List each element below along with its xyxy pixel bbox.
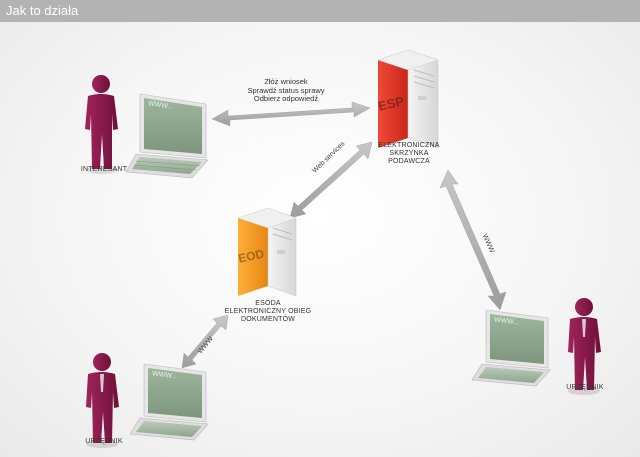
label-urzednik-right: URZĘDNIK <box>566 384 604 391</box>
eod-line-2: ELEKTRONICZNY OBIEG <box>224 308 312 315</box>
computer-icon-interesant <box>125 93 209 179</box>
computer-icon-urzednik-right <box>471 309 551 387</box>
eod-line-3: DOKUMENTÓW <box>240 316 296 323</box>
msg-line-3: Odbierz odpowiedź <box>253 94 319 103</box>
server-icon-eod: EOD <box>237 207 297 297</box>
diagram-stage: ESP EOD WWW... WWW... WWW... <box>0 22 640 457</box>
server-icon-esp: ESP <box>377 49 439 149</box>
arrow-eod-urzednik <box>181 314 229 369</box>
label-interesant: INTERESANT <box>80 166 128 173</box>
person-icon-urzednik-left <box>86 353 119 448</box>
esp-line-2: SKRZYNKA <box>389 150 429 157</box>
label-interesant-esp: Złóż wniosek Sprawdź status sprawy Odbie… <box>247 77 325 104</box>
person-icon-interesant <box>85 75 118 174</box>
msg-line-2: Sprawdź status sprawy <box>247 85 325 95</box>
section-header: Jak to działa <box>0 0 640 22</box>
eod-badge: EOD <box>237 246 266 265</box>
esp-line-1: ELEKTRONICZNA <box>378 142 440 149</box>
person-icon-urzednik-right <box>568 298 601 395</box>
arrow-esp-urzednik <box>439 169 507 311</box>
header-title: Jak to działa <box>6 3 79 18</box>
esp-badge: ESP <box>377 93 406 113</box>
esp-line-3: PODAWCZA <box>388 158 430 165</box>
arrow-interesant-esp <box>211 101 371 127</box>
label-eod: ESODA ELEKTRONICZNY OBIEG DOKUMENTÓW <box>225 300 312 324</box>
diagram-canvas: ESP EOD <box>85 49 601 448</box>
msg-line-1: Złóż wniosek <box>264 77 308 86</box>
computer-icon-urzednik-left <box>129 363 209 441</box>
label-esp: ELEKTRONICZNA SKRZYNKA PODAWCZA <box>378 142 439 166</box>
eod-line-1: ESODA <box>255 300 281 307</box>
label-urzednik-left: URZĘDNIK <box>85 438 123 445</box>
